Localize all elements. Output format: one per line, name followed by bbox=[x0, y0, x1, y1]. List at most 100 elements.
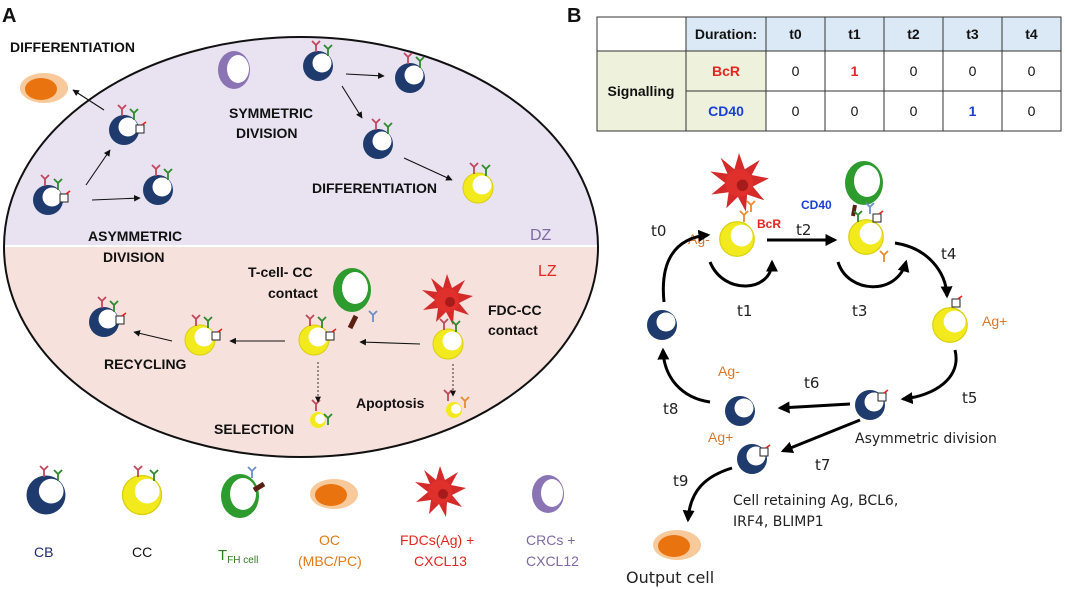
tfh-cell-lz bbox=[333, 268, 378, 330]
table-cell bbox=[883, 90, 944, 132]
legend-oc-icon bbox=[310, 479, 358, 509]
table-cell-value: 0 bbox=[1028, 103, 1036, 119]
legend: CB CC TFH cell OC (MBC/PC) FDCs(Ag) + CX… bbox=[26, 465, 579, 569]
label-t2: t2 bbox=[796, 221, 811, 239]
cycle-diagram: BcR Ag- CD40 Ag+ Ag- Ag+ t0 t1 t2 t3 t4 … bbox=[626, 153, 1007, 587]
label-tcell-contact-2: contact bbox=[268, 285, 318, 301]
legend-oc-label-2: (MBC/PC) bbox=[298, 553, 362, 569]
table-header-t2: t2 bbox=[907, 26, 920, 42]
legend-cb-icon bbox=[26, 465, 66, 515]
label-differentiation-mid: DIFFERENTIATION bbox=[312, 180, 437, 196]
label-asymmetric-1: ASYMMETRIC bbox=[88, 228, 182, 244]
legend-cc-icon bbox=[121, 465, 163, 516]
label-ag-plus-right: Ag+ bbox=[982, 313, 1007, 329]
label-recycling: RECYCLING bbox=[104, 356, 187, 372]
legend-tfh-label: TFH cell bbox=[218, 547, 258, 566]
table-header-cell bbox=[765, 16, 826, 52]
table-cell-value: 1 bbox=[969, 103, 977, 119]
label-t0: t0 bbox=[651, 222, 666, 240]
table-cell-value: 0 bbox=[792, 63, 800, 79]
label-differentiation-top: DIFFERENTIATION bbox=[10, 39, 135, 55]
germinal-center-outline bbox=[3, 36, 599, 458]
panel-a-letter: A bbox=[2, 5, 16, 27]
germinal-center-zones bbox=[4, 37, 598, 457]
fdc-cell-cycle bbox=[710, 153, 769, 212]
table-cell-value: 0 bbox=[969, 63, 977, 79]
cb-cycle-left bbox=[647, 310, 677, 340]
label-symmetric-1: SYMMETRIC bbox=[229, 105, 313, 121]
table-row-group-signalling: Signalling bbox=[608, 83, 675, 99]
crc-cell bbox=[218, 51, 250, 89]
label-retaining-1: Cell retaining Ag, BCL6, bbox=[733, 493, 898, 509]
label-symmetric-2: DIVISION bbox=[236, 125, 297, 141]
label-ag-plus-low: Ag+ bbox=[708, 429, 733, 445]
signalling-table: t0 t1 t2 t3 t4 0 1 0 0 0 0 0 0 1 0 Duration: Signalli… bbox=[596, 16, 1062, 132]
legend-fdc-label-1: FDCs(Ag) + bbox=[400, 532, 474, 548]
cb-ag-plus-low bbox=[737, 444, 771, 474]
label-t5: t5 bbox=[962, 389, 977, 407]
table-cell bbox=[824, 90, 885, 132]
cc-ag-plus-right bbox=[932, 295, 968, 343]
table-header-t4: t4 bbox=[1025, 26, 1038, 42]
label-cd40: CD40 bbox=[801, 198, 832, 212]
label-t7: t7 bbox=[815, 456, 830, 474]
label-asymmetric-2: DIVISION bbox=[103, 249, 164, 265]
table-cell-value: 0 bbox=[1028, 63, 1036, 79]
cc-cd40 bbox=[848, 202, 889, 263]
table-cell bbox=[765, 90, 826, 132]
label-t8: t8 bbox=[663, 400, 678, 418]
label-t4: t4 bbox=[941, 245, 956, 263]
table-cell bbox=[765, 50, 826, 92]
legend-fdc-icon bbox=[415, 466, 466, 517]
table-cell bbox=[942, 90, 1003, 132]
label-fdc-contact-2: contact bbox=[488, 322, 538, 338]
label-asymmetric-division: Asymmetric division bbox=[855, 431, 997, 447]
table-header-cell bbox=[1001, 16, 1062, 52]
label-selection: SELECTION bbox=[214, 421, 294, 437]
label-tcell-contact-1: T-cell- CC bbox=[248, 264, 313, 280]
cb-ag-minus-mid bbox=[725, 396, 755, 426]
legend-crc-icon bbox=[532, 475, 564, 513]
table-cell-value: 0 bbox=[910, 103, 918, 119]
table-cell bbox=[1001, 50, 1062, 92]
table-cell-value: 0 bbox=[792, 103, 800, 119]
table-cell bbox=[1001, 90, 1062, 132]
label-t9: t9 bbox=[673, 472, 688, 490]
table-header-t3: t3 bbox=[966, 26, 979, 42]
legend-cb-label: CB bbox=[34, 544, 53, 560]
label-t6: t6 bbox=[804, 374, 819, 392]
legend-cc-label: CC bbox=[132, 544, 152, 560]
label-ag-minus-mid: Ag- bbox=[718, 363, 740, 379]
table-cell-value: 0 bbox=[910, 63, 918, 79]
label-output-cell: Output cell bbox=[626, 568, 714, 587]
label-bcr: BcR bbox=[757, 217, 781, 231]
oc-output-cell bbox=[653, 530, 701, 560]
table-header-t1: t1 bbox=[848, 26, 861, 42]
table-row-bcr: BcR bbox=[712, 63, 740, 79]
table-header-t0: t0 bbox=[789, 26, 802, 42]
label-fdc-contact-1: FDC-CC bbox=[488, 302, 542, 318]
oc-cell-top bbox=[20, 73, 68, 103]
label-t3: t3 bbox=[852, 302, 867, 320]
label-t1: t1 bbox=[737, 302, 752, 320]
label-retaining-2: IRF4, BLIMP1 bbox=[733, 514, 824, 530]
table-header-cell bbox=[883, 16, 944, 52]
table-cell-value: 0 bbox=[851, 103, 859, 119]
legend-tfh-icon bbox=[221, 466, 266, 518]
table-cell-value: 1 bbox=[851, 63, 859, 79]
cb-asymmetric bbox=[855, 389, 889, 420]
cc-ag-minus-top bbox=[719, 200, 756, 257]
legend-oc-label-1: OC bbox=[319, 532, 340, 548]
legend-crc-label-2: CXCL12 bbox=[526, 553, 579, 569]
legend-crc-label-1: CRCs + bbox=[526, 532, 575, 548]
table-header-duration: Duration: bbox=[695, 26, 757, 42]
lz-label: LZ bbox=[538, 263, 557, 280]
panel-b-letter: B bbox=[567, 5, 581, 27]
table-cell bbox=[883, 50, 944, 92]
dz-label: DZ bbox=[530, 227, 552, 244]
tfh-cell-cycle bbox=[845, 161, 883, 217]
table-row-cd40: CD40 bbox=[708, 103, 744, 119]
label-apoptosis: Apoptosis bbox=[356, 395, 425, 411]
legend-fdc-label-2: CXCL13 bbox=[414, 553, 467, 569]
